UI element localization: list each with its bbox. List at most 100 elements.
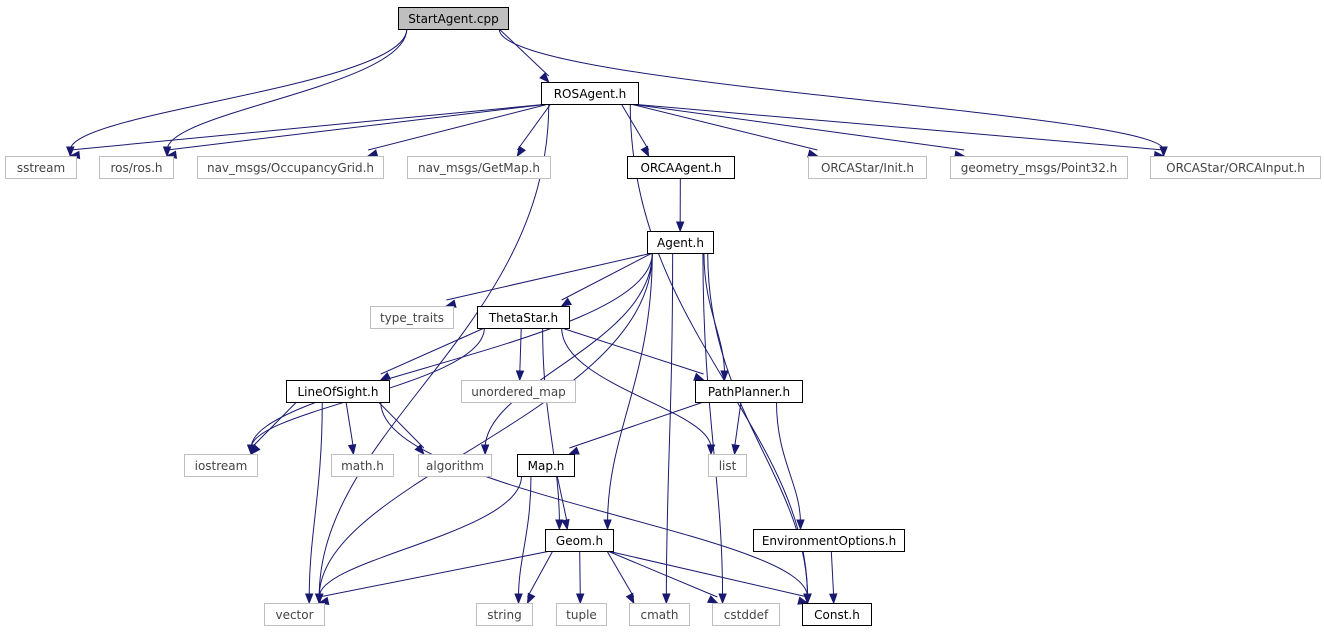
node-label-orcaagent: ORCAAgent.h: [640, 161, 721, 175]
arrowhead-startagent-to-sstream: [66, 146, 75, 158]
edge-startagent-to-orcainput: [498, 28, 1165, 151]
node-label-list: list: [719, 459, 737, 473]
node-label-occgrid: nav_msgs/OccupancyGrid.h: [207, 161, 374, 175]
node-const[interactable]: Const.h: [802, 603, 872, 626]
node-occgrid: nav_msgs/OccupancyGrid.h: [197, 156, 384, 179]
node-box-geom: [545, 529, 614, 552]
arrowhead-thetastar-to-pathplanner: [693, 372, 705, 381]
node-label-maph: Map.h: [528, 459, 565, 473]
edge-agent-to-iostream: [250, 252, 653, 449]
edge-rosagent-to-orcainput: [630, 103, 1164, 151]
node-label-lineofsight: LineOfSight.h: [298, 385, 379, 399]
node-init: ORCAStar/Init.h: [808, 156, 927, 179]
node-box-pathplanner: [695, 380, 803, 403]
node-label-envopts: EnvironmentOptions.h: [762, 534, 896, 548]
node-label-agent: Agent.h: [657, 236, 704, 250]
node-box-getmap: [407, 156, 551, 179]
node-label-vector: vector: [275, 608, 313, 622]
arrowhead-agent-to-algorithm: [480, 444, 490, 456]
node-unorderedmap: unordered_map: [461, 380, 576, 403]
node-box-string: [476, 603, 533, 626]
edge-rosagent-to-init: [630, 103, 818, 151]
node-box-maph: [517, 454, 575, 477]
edges: [66, 28, 1168, 606]
node-box-init: [808, 156, 927, 179]
node-label-mathh: math.h: [341, 459, 384, 473]
node-pathplanner[interactable]: PathPlanner.h: [695, 380, 803, 403]
edge-maph-to-geom: [556, 475, 568, 524]
node-typetraits: type_traits: [370, 306, 454, 329]
edge-rosagent-to-rosros: [167, 103, 549, 151]
arrowhead-lineofsight-to-iostream: [250, 444, 261, 456]
arrowhead-startagent-to-rosros: [162, 146, 172, 158]
node-agent[interactable]: Agent.h: [647, 231, 714, 254]
node-geom[interactable]: Geom.h: [545, 529, 614, 552]
node-box-vector: [264, 603, 325, 626]
node-cmath: cmath: [629, 603, 690, 626]
edge-maph-to-vector: [318, 475, 523, 598]
node-box-list: [708, 454, 747, 477]
node-label-pathplanner: PathPlanner.h: [708, 385, 790, 399]
arrowhead-geom-to-cstddef: [706, 595, 719, 604]
arrowhead-agent-to-thetastar: [560, 297, 572, 307]
node-cstddef: cstddef: [712, 603, 780, 626]
node-label-tuple: tuple: [566, 608, 597, 622]
node-box-startagent: [398, 7, 509, 30]
arrowhead-geom-to-string: [526, 592, 536, 605]
edge-lineofsight-to-mathh: [345, 401, 354, 449]
edge-thetastar-to-lineofsight: [380, 327, 485, 375]
edge-rosagent-to-point32: [630, 103, 965, 151]
edge-agent-to-thetastar: [561, 252, 653, 301]
arrowhead-thetastar-to-geom: [555, 519, 564, 531]
node-box-const: [802, 603, 872, 626]
node-iostream: iostream: [184, 454, 258, 477]
node-string: string: [476, 603, 533, 626]
arrowhead-rosagent-to-orcaagent: [640, 145, 650, 158]
arrowhead-orcaagent-to-agent: [675, 221, 685, 233]
edge-agent-to-typetraits: [446, 252, 653, 301]
node-label-init: ORCAStar/Init.h: [821, 161, 914, 175]
edge-agent-to-pathplanner: [703, 252, 726, 375]
node-box-typetraits: [370, 306, 454, 329]
arrowhead-geom-to-tuple: [575, 593, 585, 605]
node-label-rosros: ros/ros.h: [111, 161, 163, 175]
node-startagent[interactable]: StartAgent.cpp: [398, 7, 509, 30]
node-rosagent[interactable]: ROSAgent.h: [541, 82, 639, 105]
node-getmap: nav_msgs/GetMap.h: [407, 156, 551, 179]
node-label-point32: geometry_msgs/Point32.h: [961, 161, 1118, 175]
edge-maph-to-string: [518, 475, 532, 598]
node-maph[interactable]: Map.h: [517, 454, 575, 477]
arrowhead-maph-to-geom: [561, 518, 570, 531]
edge-geom-to-string: [527, 550, 554, 598]
node-envopts[interactable]: EnvironmentOptions.h: [753, 529, 905, 552]
node-label-geom: Geom.h: [556, 534, 603, 548]
node-label-unorderedmap: unordered_map: [471, 385, 566, 399]
node-lineofsight[interactable]: LineOfSight.h: [286, 380, 390, 403]
node-label-rosagent: ROSAgent.h: [554, 87, 627, 101]
node-orcaagent[interactable]: ORCAAgent.h: [627, 156, 735, 179]
node-box-mathh: [331, 454, 394, 477]
edge-pathplanner-to-envopts: [776, 401, 801, 524]
node-rosros: ros/ros.h: [99, 156, 174, 179]
node-thetastar[interactable]: ThetaStar.h: [477, 306, 570, 329]
edge-agent-to-const: [707, 252, 809, 598]
arrowhead-geom-to-cmath: [625, 592, 635, 605]
edge-lineofsight-to-iostream: [250, 401, 297, 449]
arrowhead-agent-to-cstddef: [718, 593, 727, 605]
node-label-string: string: [487, 608, 521, 622]
edge-geom-to-const: [607, 550, 808, 598]
edge-lineofsight-to-algorithm: [378, 401, 425, 449]
arrowhead-rosagent-to-getmap: [516, 145, 527, 158]
edge-thetastar-to-unorderedmap: [519, 327, 522, 375]
node-box-thetastar: [477, 306, 570, 329]
node-box-orcaagent: [627, 156, 735, 179]
node-mathh: math.h: [331, 454, 394, 477]
arrowhead-pathplanner-to-envopts: [796, 519, 805, 531]
node-box-point32: [950, 156, 1128, 179]
node-label-const: Const.h: [814, 608, 860, 622]
node-vector: vector: [264, 603, 325, 626]
arrowhead-lineofsight-to-mathh: [347, 444, 357, 456]
arrowhead-agent-to-cmath: [662, 593, 671, 605]
